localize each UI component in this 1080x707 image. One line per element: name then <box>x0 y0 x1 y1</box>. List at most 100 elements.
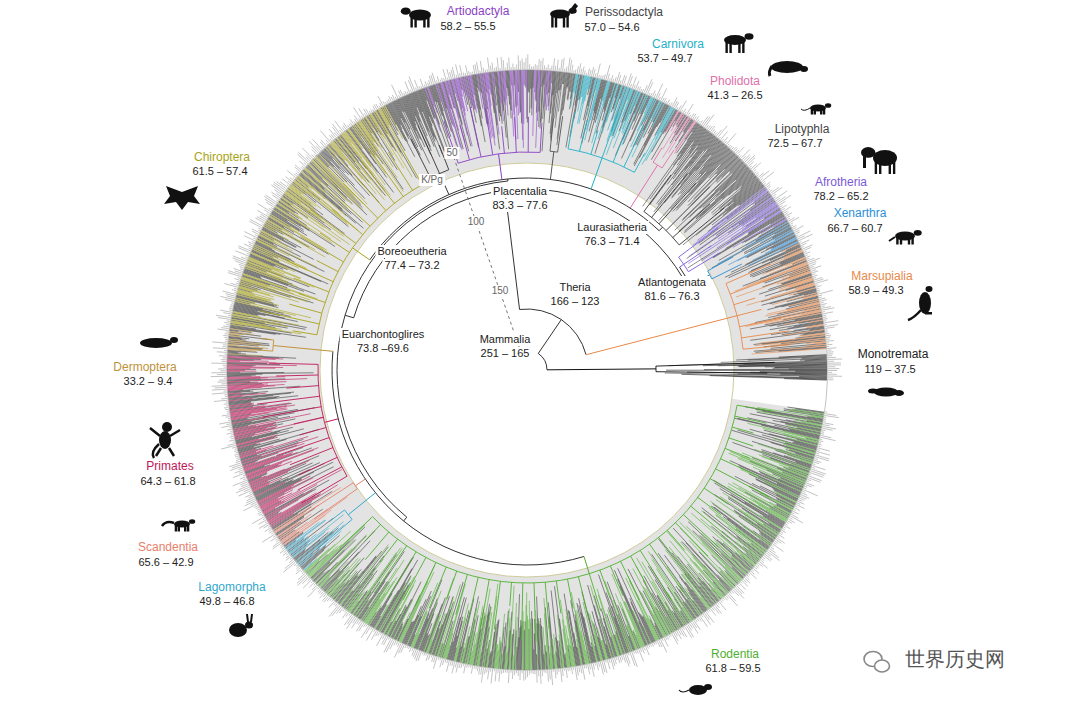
clade-tips <box>650 125 763 236</box>
clade-name: Marsupialia <box>849 270 914 284</box>
tree-branch <box>538 353 547 369</box>
tree-branch <box>370 178 659 260</box>
node-name: Euarchontoglires <box>340 328 427 341</box>
age-range: 66.7 – 60.7 <box>825 222 884 235</box>
tree-branch <box>659 227 662 231</box>
tree-branch <box>586 316 737 355</box>
clade-branches <box>568 112 645 172</box>
age-range: 64.3 – 61.8 <box>138 475 197 488</box>
age-range: 33.2 – 9.4 <box>122 375 175 388</box>
clade-name: Pholidota <box>708 75 762 89</box>
clade-tips <box>550 72 573 140</box>
monkey-icon <box>159 431 171 449</box>
cow-icon <box>410 15 412 28</box>
scale-tick: 100 <box>466 216 487 228</box>
node-name: Theria <box>557 281 592 294</box>
tree-branch <box>355 479 365 486</box>
elephant-icon <box>875 158 877 174</box>
clade-tips <box>729 244 827 352</box>
elephant-icon <box>863 154 866 168</box>
tree-branch <box>332 351 584 565</box>
mouse-icon <box>679 690 689 692</box>
age-range: 81.6 – 76.3 <box>642 290 701 303</box>
horse-icon <box>563 14 565 28</box>
clade-name: Perissodactyla <box>583 6 665 20</box>
shrew-icon <box>823 108 825 115</box>
outer-ring <box>227 70 828 671</box>
clade-name: Rodentia <box>709 648 761 662</box>
age-range: 78.2 – 65.2 <box>811 190 870 203</box>
age-range: 53.7 – 49.7 <box>635 52 694 65</box>
scale-tick: 50 <box>444 147 459 159</box>
age-range: 77.4 – 73.2 <box>382 259 441 272</box>
pangolin-icon <box>771 61 803 73</box>
clade-branches <box>644 174 724 245</box>
mouse-icon <box>704 684 712 690</box>
armadillo-icon <box>889 237 895 241</box>
tree-backbone <box>273 152 737 574</box>
horse-icon <box>551 14 553 28</box>
clade-tips <box>227 329 268 356</box>
age-range: 41.3 – 26.5 <box>705 89 764 102</box>
elephant-icon <box>893 158 895 174</box>
grey-band <box>227 70 827 670</box>
kangaroo-icon <box>925 312 932 315</box>
node-name: Mammalia <box>478 333 533 346</box>
clade-branches <box>708 257 742 279</box>
clade-tips <box>666 355 827 380</box>
clade-branches <box>656 362 775 373</box>
horse-icon <box>566 14 568 28</box>
horse-icon <box>568 3 578 14</box>
treeshrew-icon <box>187 524 189 532</box>
kangaroo-icon <box>908 310 921 320</box>
node-name: Laurasiatheria <box>575 221 649 234</box>
armadillo-icon <box>896 236 898 245</box>
age-range: 166 – 123 <box>549 295 602 308</box>
tree-branch <box>325 419 339 423</box>
platypus-icon <box>868 389 878 394</box>
clade-name: Lipotyphla <box>773 123 832 137</box>
tree-branch <box>630 165 657 208</box>
elephant-icon <box>879 158 881 174</box>
clade-tips <box>304 408 824 671</box>
scale-tick: 150 <box>490 285 511 297</box>
clade-tips <box>426 70 553 151</box>
clade-tips <box>735 244 826 354</box>
clade-branches <box>260 144 422 335</box>
tree-branch <box>353 248 370 260</box>
tree-branch <box>591 158 602 189</box>
treeshrew-icon <box>184 524 186 532</box>
age-range: 58.2 – 55.5 <box>438 20 497 33</box>
rabbit-icon <box>247 614 252 622</box>
tree-branch <box>680 264 684 267</box>
clade-name: Carnivora <box>650 38 706 52</box>
tree-branch <box>550 152 553 180</box>
clade-tips <box>387 89 447 156</box>
treeshrew-icon <box>178 524 180 532</box>
armadillo-icon <box>911 236 913 245</box>
age-range: 61.8 – 59.5 <box>703 662 762 675</box>
horse-icon <box>555 14 557 28</box>
dog-icon <box>742 40 744 53</box>
watermark: 世界历史网 <box>903 648 1007 671</box>
time-scale-axis <box>449 143 521 353</box>
clade-tips <box>307 407 824 670</box>
shrew-icon <box>825 103 831 108</box>
platypus-icon <box>894 390 904 396</box>
dog-icon <box>729 40 731 53</box>
tip-fringe <box>211 54 843 685</box>
tree-group <box>211 54 843 685</box>
animal-icons <box>140 3 933 695</box>
tree-branch <box>538 320 561 354</box>
clade-name: Artiodactyla <box>445 5 512 19</box>
tree-branch <box>273 346 333 352</box>
tree-branch <box>547 368 656 370</box>
armadillo-icon <box>908 236 910 245</box>
tree-branch <box>404 517 407 521</box>
elephant-icon <box>889 158 891 174</box>
node-name: Placentalia <box>491 185 549 198</box>
tree-branch <box>499 154 502 180</box>
treeshrew-icon <box>162 522 174 526</box>
age-range: 83.3 – 77.6 <box>490 199 549 212</box>
